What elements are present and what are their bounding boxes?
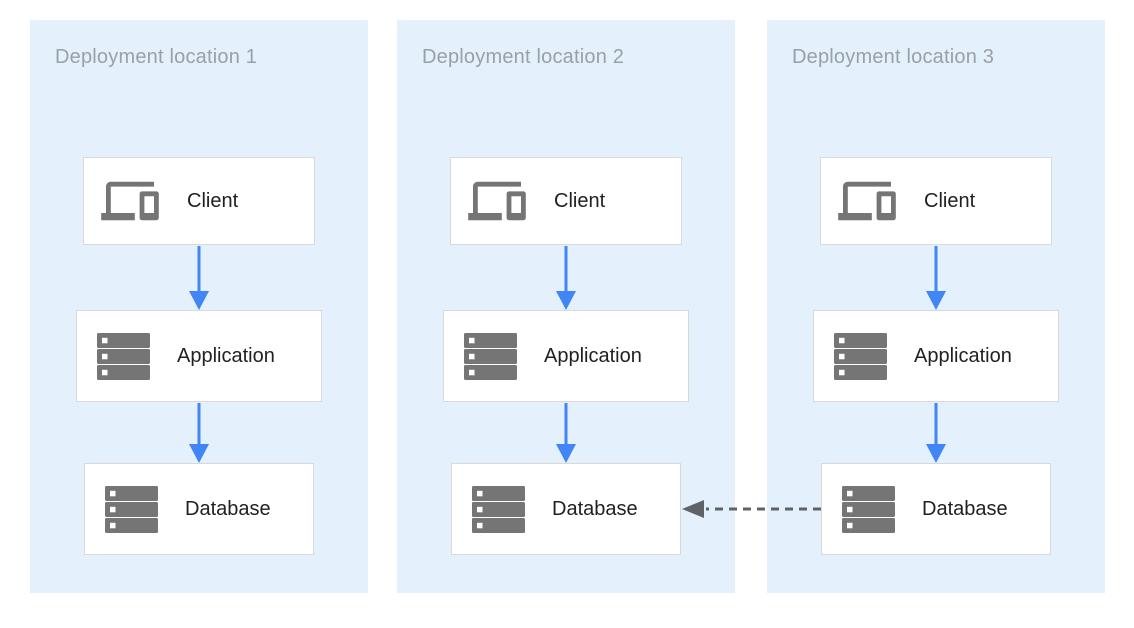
panel-deployment-location-3: Deployment location 3 Client Application <box>767 20 1105 593</box>
database-node: Database <box>451 463 681 555</box>
application-node: Application <box>813 310 1059 402</box>
server-stack-icon <box>834 332 887 380</box>
node-label: Client <box>187 189 239 212</box>
node-label: Application <box>177 344 275 367</box>
database-node: Database <box>84 463 314 555</box>
application-node: Application <box>443 310 689 402</box>
node-label: Database <box>922 497 1008 520</box>
node-label: Client <box>554 189 606 212</box>
server-stack-icon <box>472 485 525 533</box>
node-label: Application <box>544 344 642 367</box>
server-stack-icon <box>97 332 150 380</box>
client-node: Client <box>83 157 315 245</box>
panel-title: Deployment location 3 <box>792 46 995 68</box>
devices-icon <box>101 181 159 221</box>
node-label: Client <box>924 189 976 212</box>
client-node: Client <box>450 157 682 245</box>
server-stack-icon <box>842 485 895 533</box>
panel-deployment-location-2: Deployment location 2 Client Application <box>397 20 735 593</box>
node-label: Application <box>914 344 1012 367</box>
server-stack-icon <box>464 332 517 380</box>
panel-deployment-location-1: Deployment location 1 Client Application <box>30 20 368 593</box>
client-node: Client <box>820 157 1052 245</box>
node-label: Database <box>185 497 271 520</box>
devices-icon <box>838 181 896 221</box>
database-node: Database <box>821 463 1051 555</box>
application-node: Application <box>76 310 322 402</box>
panel-title: Deployment location 1 <box>55 46 258 68</box>
server-stack-icon <box>105 485 158 533</box>
devices-icon <box>468 181 526 221</box>
panel-title: Deployment location 2 <box>422 46 625 68</box>
node-label: Database <box>552 497 638 520</box>
